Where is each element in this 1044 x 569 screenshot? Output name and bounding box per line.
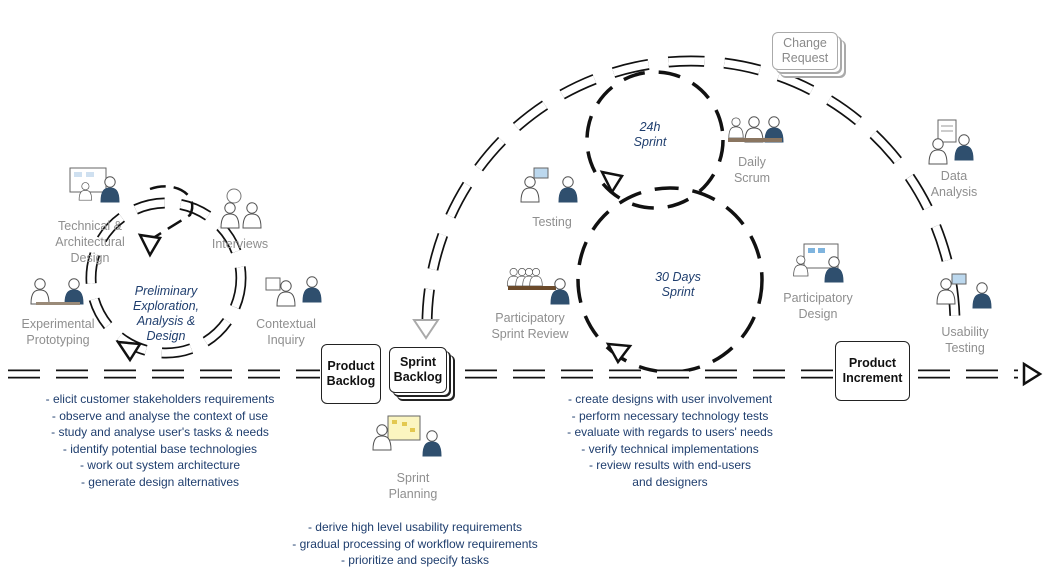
- label-line: Analysis: [930, 185, 978, 199]
- list-item: - generate design alternatives: [80, 474, 240, 489]
- label-line: Design: [146, 329, 186, 343]
- label-line: Preliminary: [134, 284, 198, 298]
- interviews-icon: [220, 188, 262, 229]
- list-item: - identify potential base technologies: [62, 441, 258, 456]
- change-request-loop: [412, 55, 961, 340]
- sprint-24h-cycle: [585, 70, 725, 210]
- preliminary-cycle: [85, 185, 247, 363]
- label-line: 24h: [639, 120, 661, 134]
- list-item: - create designs with user involvement: [567, 392, 773, 406]
- list-item: - study and analyse user's tasks & needs: [51, 425, 269, 439]
- sprint-planning-label: Sprint Planning: [378, 470, 448, 502]
- label-line: Architectural: [55, 235, 125, 249]
- usability-testing-icon: [936, 273, 992, 309]
- sprint-30d-cycle: [576, 186, 764, 374]
- daily-scrum-label: Daily Scrum: [720, 154, 784, 186]
- sprint-review-icon: [506, 268, 570, 305]
- list-item: - gradual processing of workflow require…: [292, 536, 538, 551]
- product-increment-box: Product Increment: [835, 341, 910, 401]
- list-item: and designers: [632, 474, 708, 489]
- list-item: - perform necessary technology tests: [571, 408, 769, 423]
- arrowhead: [137, 233, 163, 258]
- sprint-24h-label: 24h Sprint: [620, 120, 680, 150]
- box-line: Sprint: [399, 355, 437, 369]
- prototyping-icon: [30, 278, 84, 305]
- grey-arrowhead: [412, 319, 440, 340]
- list-item: - derive high level usability requiremen…: [307, 520, 523, 534]
- label-line: Scrum: [733, 171, 771, 185]
- testing-label: Testing: [520, 214, 584, 230]
- label-line: Contextual: [256, 317, 316, 331]
- experimental-prototyping-label: Experimental Prototyping: [8, 316, 108, 348]
- box-line: Product: [848, 356, 897, 370]
- label-line: Prototyping: [26, 333, 90, 347]
- box-line: Product: [327, 359, 375, 373]
- whiteboard-icon: [69, 167, 120, 203]
- label-line: Data: [940, 169, 968, 183]
- box-line: Change: [783, 36, 827, 50]
- planning-activities-list: - derive high level usability requiremen…: [250, 519, 580, 569]
- list-item: - prioritize and specify tasks: [340, 553, 490, 567]
- label-line: Daily: [738, 155, 766, 169]
- product-backlog-box: Product Backlog: [321, 344, 381, 404]
- list-item: - review results with end-users: [588, 458, 752, 472]
- label-line: Exploration,: [132, 299, 199, 313]
- box-line: Request: [781, 51, 829, 65]
- arrowhead: [605, 342, 633, 365]
- arrowhead: [599, 170, 625, 195]
- box-line: Increment: [842, 371, 903, 385]
- contextual-inquiry-icon: [265, 276, 322, 307]
- box-line: Backlog: [393, 370, 443, 384]
- arrowhead: [115, 340, 143, 363]
- timeline-arrowhead: [1022, 361, 1043, 387]
- label-line: Planning: [388, 487, 438, 501]
- list-item: - observe and analyse the context of use: [51, 408, 269, 423]
- label-line: Usability: [941, 325, 989, 339]
- preliminary-activities-list: - elicit customer stakeholders requireme…: [0, 391, 320, 490]
- list-item: - verify technical implementations: [581, 441, 759, 456]
- box-line: Backlog: [326, 374, 376, 388]
- timeline: [8, 361, 1043, 387]
- sprint-planning-icon: [372, 415, 442, 457]
- usability-testing-label: Usability Testing: [930, 324, 1000, 356]
- label-line: Participatory: [783, 291, 853, 305]
- label-line: 30 Days: [655, 270, 701, 284]
- label-line: Inquiry: [267, 333, 305, 347]
- sprint-activities-list: - create designs with user involvement -…: [520, 391, 820, 490]
- label-line: Testing: [945, 341, 985, 355]
- label-line: Design: [798, 307, 838, 321]
- list-item: - work out system architecture: [79, 458, 241, 472]
- sprint-30d-label: 30 Days Sprint: [640, 270, 716, 300]
- preliminary-phase-label: Preliminary Exploration, Analysis & Desi…: [118, 284, 214, 344]
- change-request-box: Change Request: [772, 32, 838, 70]
- label-line: Experimental: [21, 317, 95, 331]
- interviews-label: Interviews: [200, 236, 280, 252]
- list-item: - elicit customer stakeholders requireme…: [45, 392, 275, 406]
- sprint-review-label: Participatory Sprint Review: [478, 310, 582, 342]
- participatory-design-label: Participatory Design: [770, 290, 866, 322]
- participatory-design-icon: [793, 243, 844, 283]
- data-analysis-icon: [928, 119, 974, 165]
- contextual-inquiry-label: Contextual Inquiry: [244, 316, 328, 348]
- list-item: - evaluate with regards to users' needs: [567, 425, 773, 439]
- label-line: Sprint: [661, 285, 695, 299]
- label-line: Technical &: [58, 219, 122, 233]
- label-line: Participatory: [495, 311, 565, 325]
- label-line: Analysis &: [136, 314, 196, 328]
- label-line: Sprint Review: [491, 327, 569, 341]
- label-line: Sprint: [633, 135, 667, 149]
- data-analysis-label: Data Analysis: [922, 168, 986, 200]
- label-line: Testing: [532, 215, 572, 229]
- daily-scrum-icon: [728, 116, 784, 143]
- label-line: Design: [70, 251, 110, 265]
- sprint-backlog-box: Sprint Backlog: [389, 347, 447, 393]
- technical-design-label: Technical & Architectural Design: [40, 218, 140, 266]
- label-line: Interviews: [211, 237, 269, 251]
- label-line: Sprint: [396, 471, 430, 485]
- testing-icon: [520, 167, 578, 203]
